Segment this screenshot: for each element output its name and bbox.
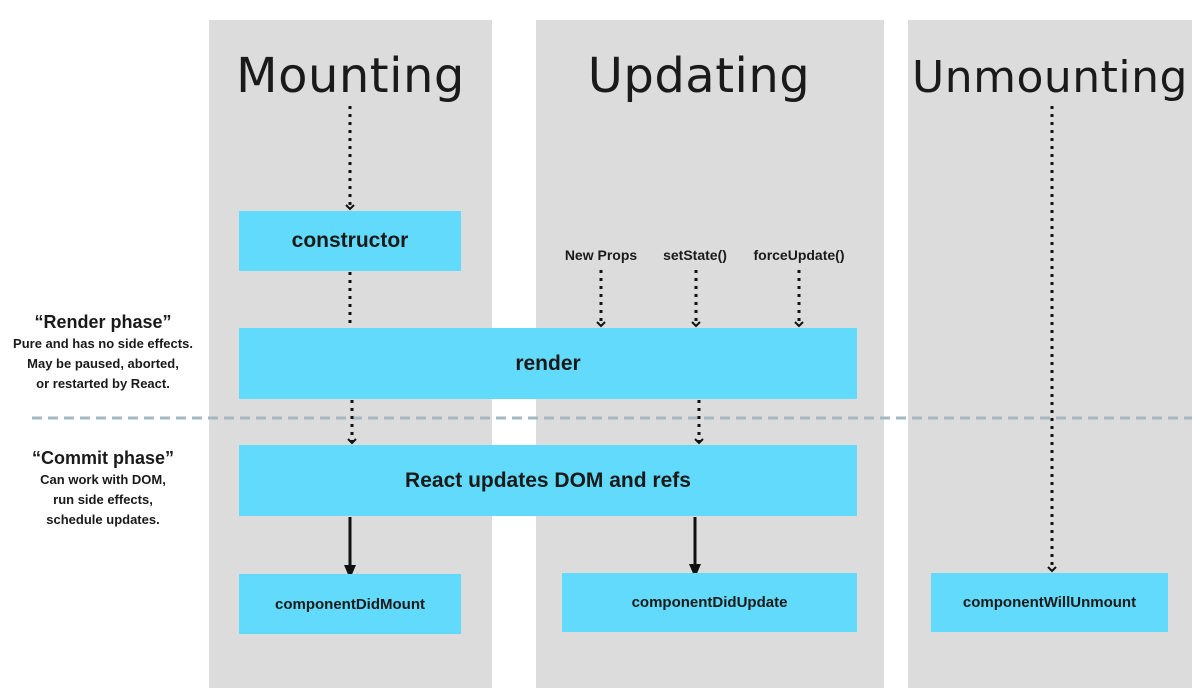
render-phase-desc-3: or restarted by React. bbox=[36, 376, 170, 391]
commit-phase-label: “Commit phase” Can work with DOM, run si… bbox=[0, 446, 206, 530]
component-did-update-box: componentDidUpdate bbox=[562, 573, 857, 632]
trigger-new-props: New Props bbox=[564, 247, 638, 263]
unmounting-title: Unmounting bbox=[912, 52, 1188, 103]
render-phase-title: “Render phase” bbox=[34, 312, 172, 332]
commit-phase-desc-2: run side effects, bbox=[53, 492, 153, 507]
component-did-mount-box: componentDidMount bbox=[239, 574, 461, 634]
commit-phase-title: “Commit phase” bbox=[31, 448, 175, 468]
mounting-title: Mounting bbox=[236, 48, 465, 104]
updating-title: Updating bbox=[587, 48, 811, 104]
commit-phase-desc-3: schedule updates. bbox=[46, 512, 160, 527]
constructor-box: constructor bbox=[239, 211, 461, 271]
render-phase-desc-2: May be paused, aborted, bbox=[27, 356, 179, 371]
trigger-force-update: forceUpdate() bbox=[753, 247, 845, 263]
render-phase-desc-1: Pure and has no side effects. bbox=[13, 336, 193, 351]
commit-box: React updates DOM and refs bbox=[239, 445, 857, 516]
trigger-set-state: setState() bbox=[663, 247, 727, 263]
component-will-unmount-box: componentWillUnmount bbox=[931, 573, 1168, 632]
render-phase-label: “Render phase” Pure and has no side effe… bbox=[0, 310, 206, 394]
commit-phase-desc-1: Can work with DOM, bbox=[40, 472, 166, 487]
render-box: render bbox=[239, 328, 857, 399]
